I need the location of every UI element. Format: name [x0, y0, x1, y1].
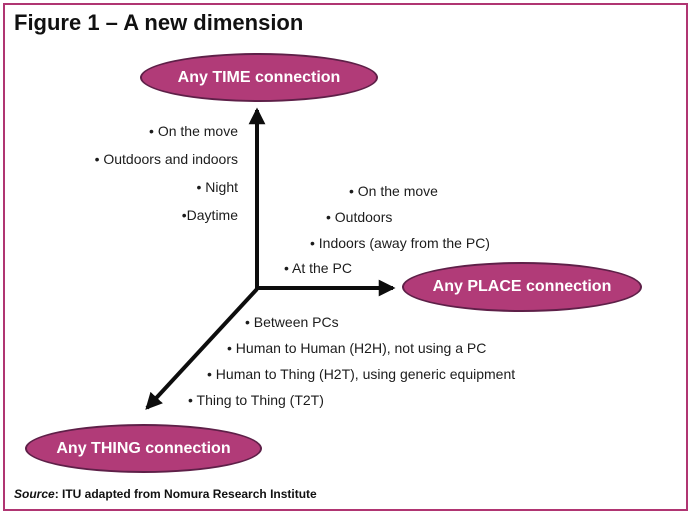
node-any-place-connection: Any PLACE connection	[402, 262, 642, 312]
node-any-place-label: Any PLACE connection	[432, 278, 612, 295]
time-list-item: •Daytime	[181, 207, 238, 223]
time-axis-list: • On the move • Outdoors and indoors • N…	[0, 117, 238, 229]
node-any-thing-connection: Any THING connection	[25, 424, 262, 473]
time-list-item: • Night	[196, 179, 238, 195]
thing-list-item: • Human to Thing (H2T), using generic eq…	[207, 366, 516, 382]
source-label: Source	[14, 487, 55, 501]
source-line: Source: ITU adapted from Nomura Research…	[14, 487, 317, 501]
source-text: : ITU adapted from Nomura Research Insti…	[54, 487, 317, 501]
figure-title: Figure 1 – A new dimension	[14, 10, 304, 35]
place-list-item: • On the move	[349, 183, 438, 199]
thing-list-item: • Between PCs	[245, 314, 339, 330]
thing-list-item: • Human to Human (H2H), not using a PC	[227, 340, 487, 356]
node-any-time-label: Any TIME connection	[177, 68, 341, 86]
thing-axis-arrow	[145, 287, 259, 410]
node-any-thing-label: Any THING connection	[56, 439, 231, 457]
node-any-time-connection: Any TIME connection	[140, 53, 378, 102]
place-list-item: • Indoors (away from the PC)	[310, 235, 490, 251]
place-list-item: • Outdoors	[326, 209, 393, 225]
time-list-item: • Outdoors and indoors	[94, 151, 238, 167]
place-list-item: • At the PC	[284, 260, 352, 276]
thing-list-item: • Thing to Thing (T2T)	[188, 392, 324, 408]
time-list-item: • On the move	[149, 123, 238, 139]
